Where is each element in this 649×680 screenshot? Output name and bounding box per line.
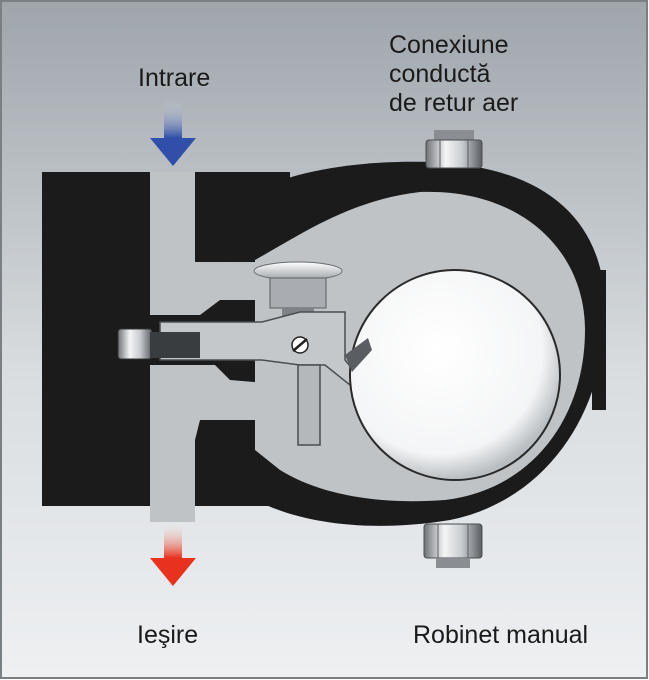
inlet-label: Intrare	[138, 64, 211, 92]
air-return-label: Conexiune conductă de retur aer	[389, 31, 518, 118]
air-return-label-line-1: Conexiune	[389, 31, 509, 59]
outlet-label: Ieşire	[137, 621, 199, 649]
manual-valve-fitting-icon	[423, 523, 483, 568]
air-return-fitting-icon	[425, 130, 483, 169]
float-lever	[159, 311, 362, 446]
inlet-arrow-icon	[150, 100, 196, 166]
adjustment-screw-icon	[117, 328, 200, 360]
outlet-arrow-icon	[150, 522, 196, 586]
air-return-label-line-2: conductă	[389, 60, 491, 88]
air-return-label-line-3: de retur aer	[389, 89, 519, 117]
manual-valve-label: Robinet manual	[413, 621, 589, 649]
float-ball	[345, 269, 561, 481]
